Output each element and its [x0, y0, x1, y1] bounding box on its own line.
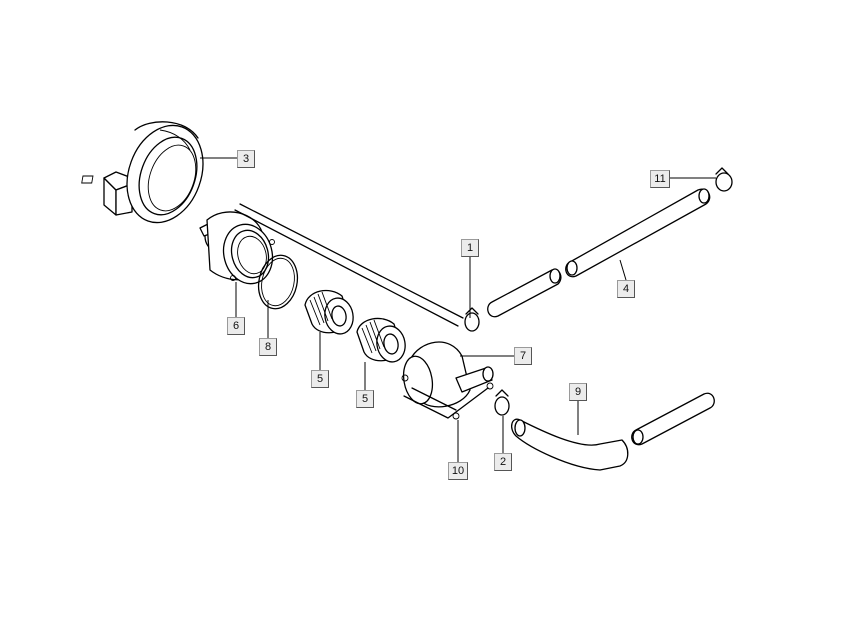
- part-2-hose-clamp: [494, 389, 510, 416]
- callout-7: 7: [514, 347, 532, 365]
- part-7-housing-cover: [401, 341, 494, 420]
- hose-segment-a: [487, 268, 562, 318]
- callout-11: 11: [650, 170, 670, 188]
- vent-line: [239, 203, 464, 319]
- part-3-clamp-bracket: [81, 121, 204, 224]
- leader-4: [619, 259, 627, 281]
- part-9-curved-hose: [510, 418, 629, 471]
- callout-5a: 5: [311, 370, 329, 388]
- callout-6: 6: [227, 317, 245, 335]
- callout-2: 2: [494, 453, 512, 471]
- part-8-o-ring: [257, 254, 299, 310]
- callout-9: 9: [569, 383, 587, 401]
- callout-8: 8: [259, 338, 277, 356]
- hose-segment-b: [631, 392, 715, 446]
- callout-10: 10: [448, 462, 468, 480]
- callout-5b: 5: [356, 390, 374, 408]
- callout-1: 1: [461, 239, 479, 257]
- part-5-filter-element-b: [356, 317, 406, 363]
- part-5-filter-element-a: [304, 289, 354, 335]
- part-4-hose: [565, 188, 711, 278]
- vent-line-edge: [234, 209, 459, 327]
- callout-4: 4: [617, 280, 635, 298]
- callout-3: 3: [237, 150, 255, 168]
- part-6-filter-housing: [199, 211, 275, 285]
- part-1-hose-clamp: [464, 307, 480, 332]
- part-11-hose-clamp: [715, 167, 733, 192]
